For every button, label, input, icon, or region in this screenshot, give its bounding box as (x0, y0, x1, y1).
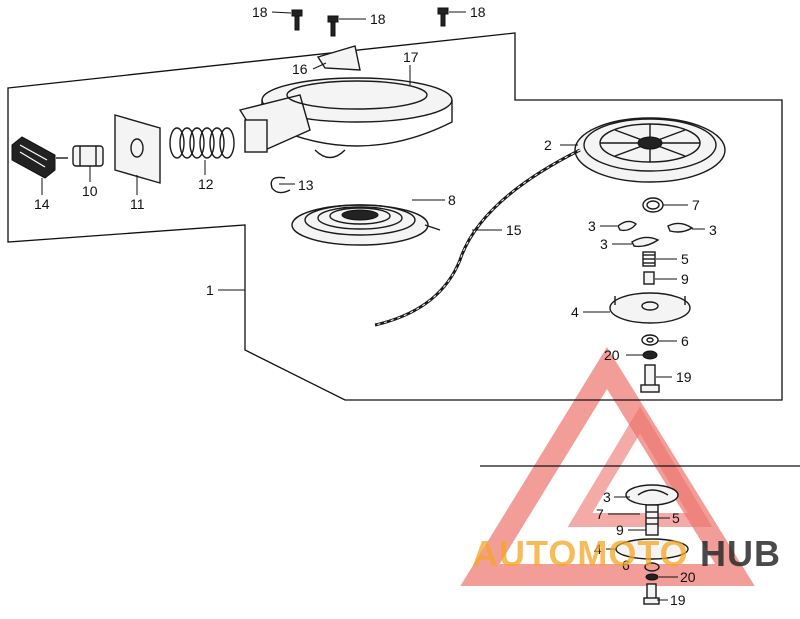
callout-18c: 18 (470, 4, 486, 20)
callout-15: 15 (506, 222, 522, 238)
reel-pulley-2 (574, 117, 726, 183)
callout-12: 12 (198, 176, 214, 192)
compression-spring-12 (169, 127, 235, 159)
center-bolt-19 (640, 364, 660, 393)
inset-callout-20: 20 (680, 569, 696, 585)
washer-20 (642, 350, 658, 360)
callout-17: 17 (403, 49, 419, 65)
starter-handle-14 (11, 136, 68, 179)
ring-7 (642, 197, 664, 213)
pin-9 (643, 271, 655, 285)
callout-3a: 3 (588, 218, 596, 234)
bolt-18b (327, 15, 339, 37)
ratchet-3c (631, 236, 660, 248)
callout-7: 7 (692, 197, 700, 213)
recoil-case-17 (238, 77, 453, 159)
callout-2: 2 (544, 137, 552, 153)
circlip-13 (270, 176, 291, 194)
guide-plate-16 (316, 45, 361, 71)
callout-20: 20 (604, 347, 620, 363)
inset-callout-7: 7 (596, 506, 604, 522)
callout-19: 19 (676, 369, 692, 385)
inset-assembly (606, 484, 689, 605)
callout-18b: 18 (370, 11, 386, 27)
callout-3b: 3 (709, 222, 717, 238)
callout-14: 14 (34, 196, 50, 212)
callout-5: 5 (681, 251, 689, 267)
watermark-text-hub: HUB (700, 533, 781, 574)
watermark-logo (460, 347, 755, 586)
rope-sleeve-10 (72, 145, 104, 167)
callout-3c: 3 (600, 236, 608, 252)
callout-16: 16 (292, 61, 308, 77)
callout-13: 13 (298, 177, 314, 193)
inset-callout-9: 9 (616, 522, 624, 538)
inset-callout-6: 6 (622, 557, 630, 573)
callout-6: 6 (681, 333, 689, 349)
callout-11: 11 (130, 196, 145, 212)
bolt-18c (437, 7, 449, 27)
ratchet-3a (617, 220, 637, 232)
watermark-text-automoto: AUTOMOTO (472, 533, 689, 574)
washer-6 (641, 334, 659, 346)
callout-10: 10 (82, 183, 98, 199)
bolt-18a (291, 9, 303, 31)
ratchet-3b (667, 222, 694, 233)
callout-18a: 18 (252, 4, 268, 20)
inset-callout-4: 4 (594, 541, 602, 557)
inset-callout-3: 3 (603, 489, 611, 505)
callout-4: 4 (571, 304, 579, 320)
recoil-spring-8 (291, 204, 441, 246)
callout-9: 9 (681, 271, 689, 287)
inset-callout-19: 19 (670, 592, 686, 608)
handle-plate-11 (114, 114, 161, 184)
assembly-frame (7, 32, 783, 401)
spring-5 (642, 251, 656, 267)
callout-8: 8 (448, 192, 456, 208)
friction-plate-4 (609, 292, 691, 324)
callout-1: 1 (206, 282, 214, 298)
inset-callout-5: 5 (672, 510, 680, 526)
